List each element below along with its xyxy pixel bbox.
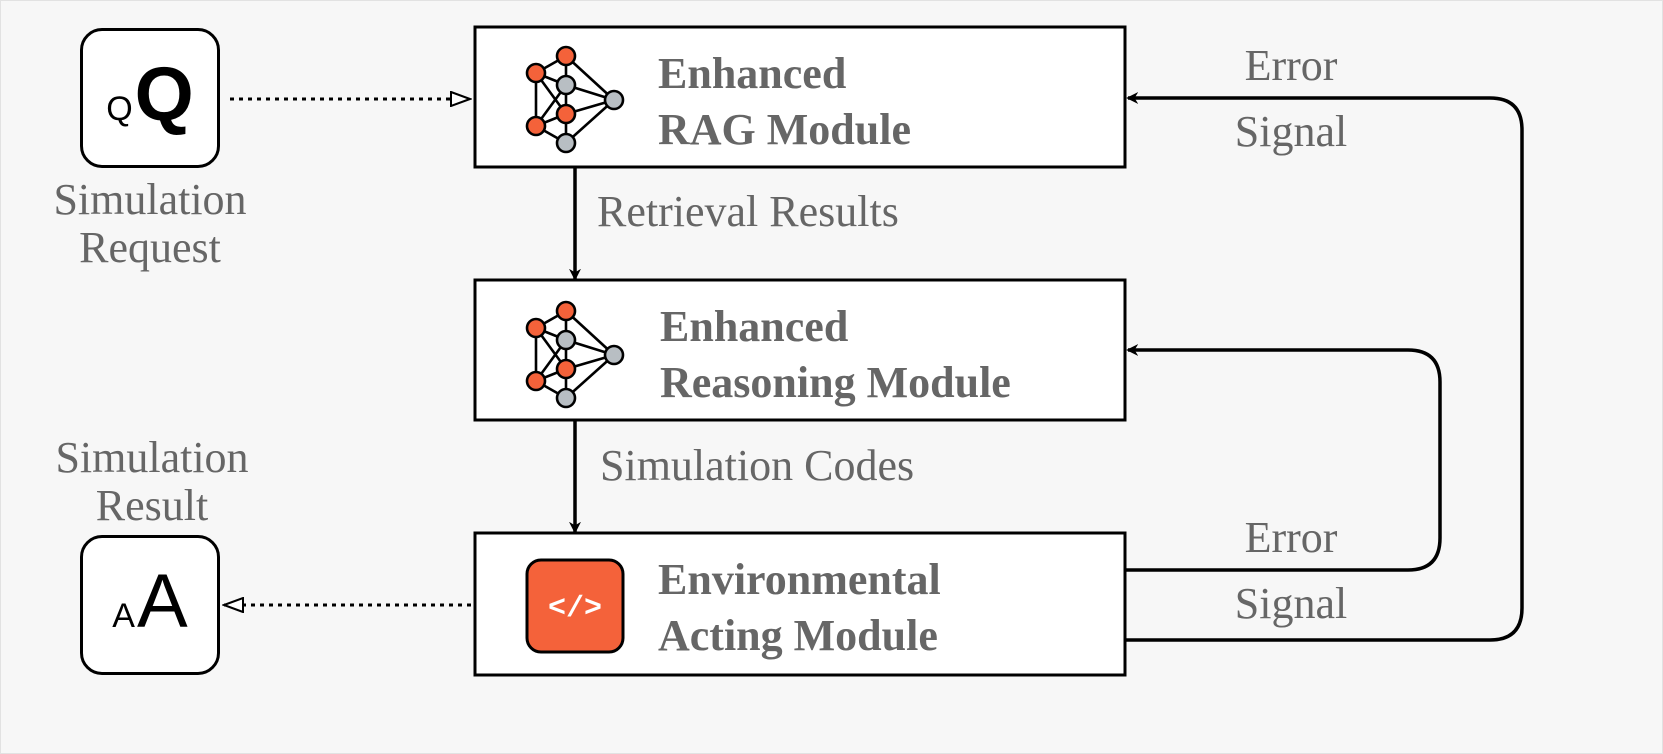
code-icon: </> — [525, 558, 625, 654]
retrieval-results-label: Retrieval Results — [597, 187, 899, 236]
simulation-result-label-line1: Simulation — [55, 433, 249, 482]
simulation-request-label-line1: Simulation — [53, 175, 247, 224]
error-signal-mid-label: Error Signal — [1226, 514, 1356, 628]
question-icon: Q Q — [83, 31, 217, 165]
svg-text:</>: </> — [548, 592, 602, 626]
simulation-result-box: A A — [80, 535, 220, 675]
acting-module-title-line1: Environmental — [658, 555, 941, 604]
acting-module-title-line2: Acting Module — [658, 611, 938, 660]
error-signal-mid-line2: Signal — [1234, 579, 1348, 628]
simulation-request-label-line2: Request — [79, 223, 221, 272]
error-signal-top-line2: Signal — [1234, 107, 1348, 156]
error-signal-top-line1: Error — [1244, 41, 1338, 90]
question-glyph-small: Q — [106, 90, 133, 128]
simulation-request-box: Q Q — [80, 28, 220, 168]
reasoning-module-title: Enhanced Reasoning Module — [660, 299, 1011, 411]
reasoning-module-title-line1: Enhanced — [660, 302, 849, 351]
error-signal-mid-line1: Error — [1244, 513, 1338, 562]
reasoning-module-title-line2: Reasoning Module — [660, 358, 1011, 407]
answer-glyph-big: A — [136, 559, 188, 644]
simulation-result-label: Simulation Result — [2, 434, 302, 530]
simulation-request-label: Simulation Request — [0, 176, 300, 272]
rag-module-box — [473, 25, 1127, 169]
error-loop-to-reasoning — [1126, 344, 1442, 572]
error-loop-to-rag — [1126, 92, 1524, 642]
simulation-codes-label: Simulation Codes — [600, 441, 915, 490]
rag-module-title: Enhanced RAG Module — [658, 46, 911, 158]
rag-module-title-line1: Enhanced — [658, 49, 847, 98]
answer-glyph-small: A — [112, 597, 135, 635]
simulation-result-label-line2: Result — [95, 481, 209, 530]
answer-icon: A A — [83, 538, 217, 672]
error-signal-top-label: Error Signal — [1226, 42, 1356, 156]
acting-module-title: Environmental Acting Module — [658, 552, 941, 664]
rag-module-title-line2: RAG Module — [658, 105, 911, 154]
reasoning-module-box — [473, 278, 1127, 422]
question-glyph-big: Q — [134, 52, 194, 137]
